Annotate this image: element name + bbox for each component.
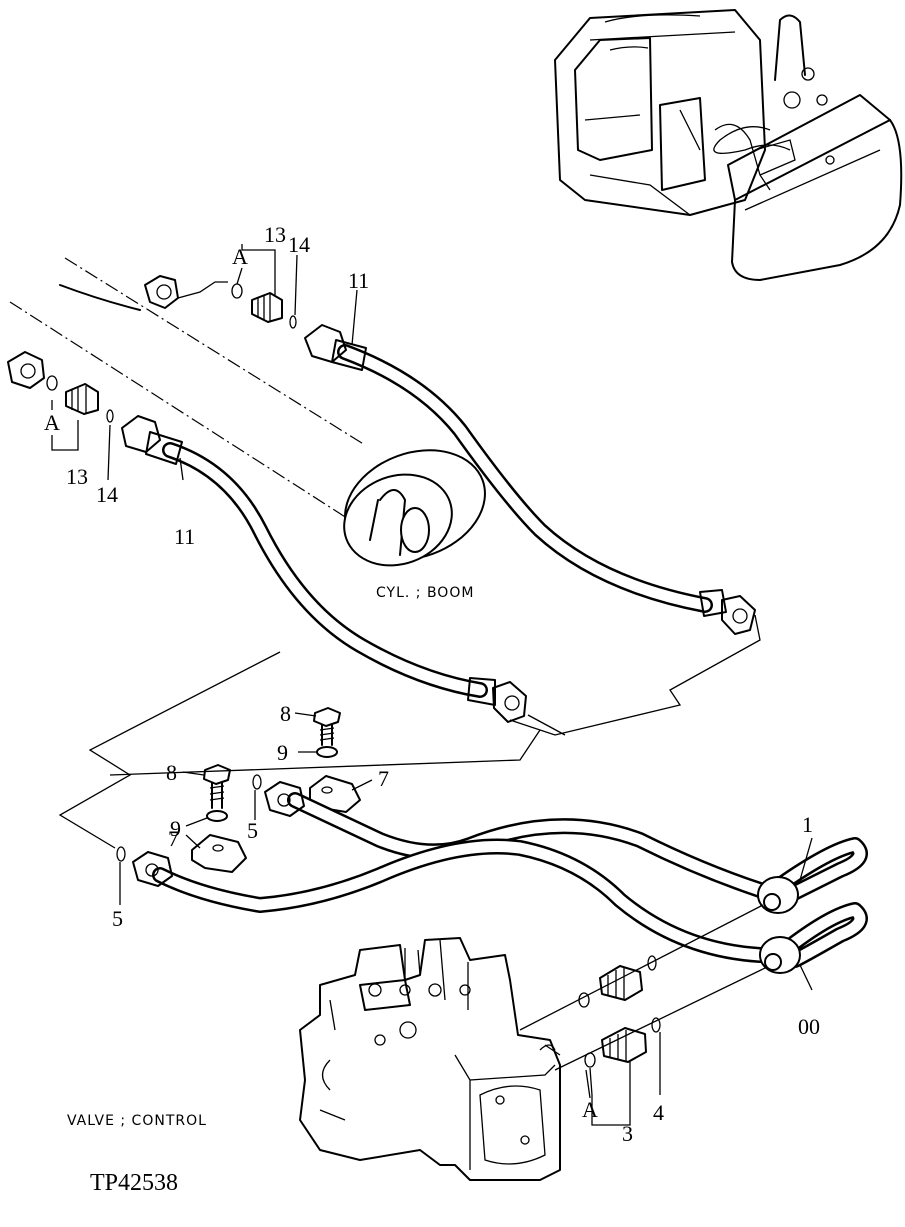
callout-5-left: 5	[112, 906, 123, 931]
callout-5-middle: 5	[247, 818, 258, 843]
cylinder-lower-port	[7, 351, 114, 423]
hose-00	[759, 902, 868, 974]
clamp-assembly-left	[191, 764, 247, 873]
hose-11-lower	[121, 415, 527, 723]
hose-1	[757, 837, 868, 914]
callout-13-left: 13	[66, 464, 88, 489]
callout-9-upper: 9	[277, 740, 288, 765]
valve-adapter-lower	[584, 1017, 661, 1068]
control-valve	[299, 937, 561, 1181]
steel-pipes	[116, 774, 768, 963]
valve-adapter-upper	[578, 955, 657, 1008]
callout-14-left: 14	[96, 482, 118, 507]
figure-id: TP42538	[90, 1170, 178, 1196]
boom-cylinder	[9, 257, 486, 567]
callout-3: 3	[622, 1121, 633, 1146]
callout-14-upper: 14	[288, 232, 310, 257]
clamp-assembly-right	[309, 707, 361, 813]
callout-labels: 13 A 14 11 A 13 14 11 8 9 7 8 9 7 5 5 1 …	[44, 222, 820, 1146]
callout-11-upper: 11	[348, 268, 369, 293]
hose-11-upper	[304, 324, 756, 635]
callout-a-left: A	[44, 410, 60, 435]
link-line-upper	[519, 904, 764, 1031]
caption-boom-cylinder: CYL. ; BOOM	[376, 585, 474, 601]
caption-control-valve: VALVE ; CONTROL	[67, 1113, 207, 1129]
reference-lines	[58, 614, 761, 849]
callout-a-lower: A	[582, 1097, 598, 1122]
callout-4: 4	[653, 1100, 664, 1125]
callout-11-left: 11	[174, 524, 195, 549]
callout-a-upper: A	[232, 244, 248, 269]
callout-7-left: 7	[168, 826, 179, 851]
callout-8-upper: 8	[280, 701, 291, 726]
excavator-location-view	[554, 9, 903, 281]
callout-7-right: 7	[378, 766, 389, 791]
callout-8-lower: 8	[166, 760, 177, 785]
callout-1: 1	[802, 812, 813, 837]
callout-13-upper: 13	[264, 222, 286, 247]
cylinder-upper-port	[144, 275, 297, 329]
callout-00: 00	[798, 1014, 820, 1039]
leader-lines	[51, 244, 813, 1126]
callout-9-lower: 9	[170, 816, 181, 841]
